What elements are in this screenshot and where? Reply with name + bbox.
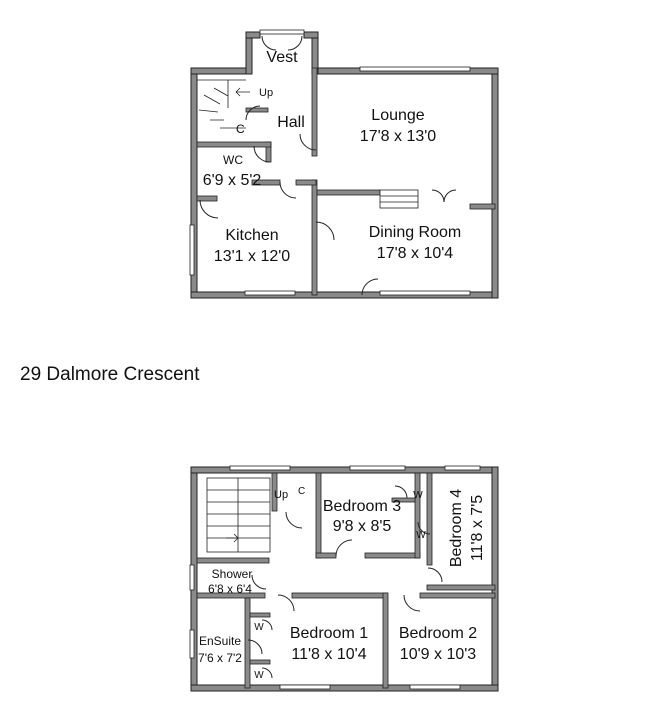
bed1-door <box>277 594 295 612</box>
lounge-dining-wall-right <box>469 203 496 210</box>
kitchen-size: 13'1 x 12'0 <box>214 248 290 265</box>
lounge-label: Lounge <box>371 107 424 124</box>
w3-label: W <box>254 622 264 633</box>
bed3-label: Bedroom 3 <box>323 498 401 515</box>
ff-east-wall <box>491 466 499 692</box>
ff-stairs <box>206 477 271 553</box>
kitchen-side-door <box>199 199 219 219</box>
hall-lounge-wall <box>311 67 318 157</box>
w4-label: W <box>254 670 264 681</box>
gf-north-wall-left <box>190 67 250 75</box>
ff-cupboard-wall <box>271 472 278 512</box>
kitchen-window <box>244 290 296 296</box>
ensuite-label: EnSuite <box>199 634 241 648</box>
vest-front-door <box>261 35 303 51</box>
ensuite-east-wall <box>244 597 251 689</box>
w4-door <box>261 667 273 679</box>
wc-kitchen-wall-left <box>196 195 218 202</box>
w4-wall <box>249 659 271 665</box>
bed4-west-wall <box>426 472 433 566</box>
lounge-dining-wall-left <box>316 189 381 196</box>
property-address: 29 Dalmore Crescent <box>20 364 200 385</box>
bed2-north-wall <box>419 592 496 599</box>
bed1-size: 11'8 x 10'4 <box>291 646 366 663</box>
bed3-door <box>335 539 353 557</box>
ff-window-bed1 <box>279 684 331 690</box>
cupboard-wall <box>245 107 269 113</box>
kitchen-label: Kitchen <box>225 227 278 244</box>
ensuite-size: 7'6 x 7'2 <box>198 651 242 665</box>
w1-wall <box>391 497 416 503</box>
shower-north-wall <box>196 557 270 564</box>
bed3-size: 9'8 x 8'5 <box>333 518 392 535</box>
dining-window <box>379 290 471 296</box>
bed1-north-wall <box>291 592 388 599</box>
dining-patio-door <box>361 278 379 296</box>
bed1-label: Bedroom 1 <box>290 625 368 642</box>
fireplace <box>379 189 419 209</box>
ff-window-bed2 <box>409 684 461 690</box>
shower-south-wall <box>196 592 266 599</box>
gf-cupboard-label: C <box>236 122 245 136</box>
bed4-door <box>427 567 443 583</box>
dining-label: Dining Room <box>369 224 461 241</box>
w3-door <box>261 619 273 631</box>
gf-east-wall <box>491 67 499 299</box>
cupboard-door <box>245 105 261 121</box>
lounge-dining-double-door <box>431 189 457 203</box>
gf-stairs <box>196 79 250 138</box>
shower-door <box>251 574 267 590</box>
kitchen-dining-wall <box>311 179 318 296</box>
bed3-west-wall <box>315 472 322 559</box>
bed4-south-wall <box>426 584 496 591</box>
ff-up-label: Up <box>274 489 288 501</box>
ff-window-shower <box>189 564 195 591</box>
first-floor-plan <box>189 465 499 692</box>
vest-label: Vest <box>266 49 298 66</box>
hall-kitchen-door <box>279 181 297 199</box>
bed3-east-wall <box>414 472 421 559</box>
lounge-size: 17'8 x 13'0 <box>360 128 436 145</box>
hall-kitchen-wall <box>295 179 317 186</box>
ground-floor-plan <box>189 29 499 299</box>
ff-window-stair <box>229 465 291 471</box>
gf-up-label: Up <box>259 87 273 99</box>
ff-window-ensuite <box>189 629 195 659</box>
kitchen-dining-door <box>315 221 335 241</box>
hall-label: Hall <box>277 114 305 131</box>
w1-label: W <box>413 490 423 501</box>
kitchen-side-window <box>189 224 195 276</box>
ff-cupboard-door <box>285 511 303 529</box>
bed1-bed2-wall <box>382 592 389 689</box>
w1-door <box>394 485 408 499</box>
vest-north-wall-right <box>303 31 319 39</box>
vest-north-wall-left <box>245 31 261 39</box>
hall-lounge-door <box>299 133 317 151</box>
bed3-south-wall-left <box>315 552 337 559</box>
bed4-label: Bedroom 4 <box>448 489 465 567</box>
vest-window <box>259 29 305 35</box>
wc-north-wall <box>196 141 272 148</box>
w3-wall <box>249 612 271 618</box>
ff-south-wall <box>190 684 499 692</box>
dining-size: 17'8 x 10'4 <box>377 245 453 262</box>
bed2-door <box>403 594 421 612</box>
ensuite-door <box>247 639 263 655</box>
ff-cupboard-label: C <box>298 486 305 497</box>
w2-door <box>417 521 431 535</box>
shower-size: 6'8 x 6'4 <box>208 582 252 596</box>
wc-size: 6'9 x 5'2 <box>203 172 262 189</box>
lounge-window <box>359 66 471 72</box>
shower-label: Shower <box>212 567 253 581</box>
w2-label: W <box>416 530 426 541</box>
bed2-label: Bedroom 2 <box>399 625 477 642</box>
ff-window-bed3 <box>349 465 406 471</box>
ff-window-bed4 <box>444 465 481 471</box>
wc-door <box>253 145 271 163</box>
bed3-south-wall-right <box>364 552 421 559</box>
bed2-size: 10'9 x 10'3 <box>400 646 476 663</box>
wc-label: WC <box>223 153 243 167</box>
bed4-size: 11'8 x 7'5 <box>469 495 486 561</box>
